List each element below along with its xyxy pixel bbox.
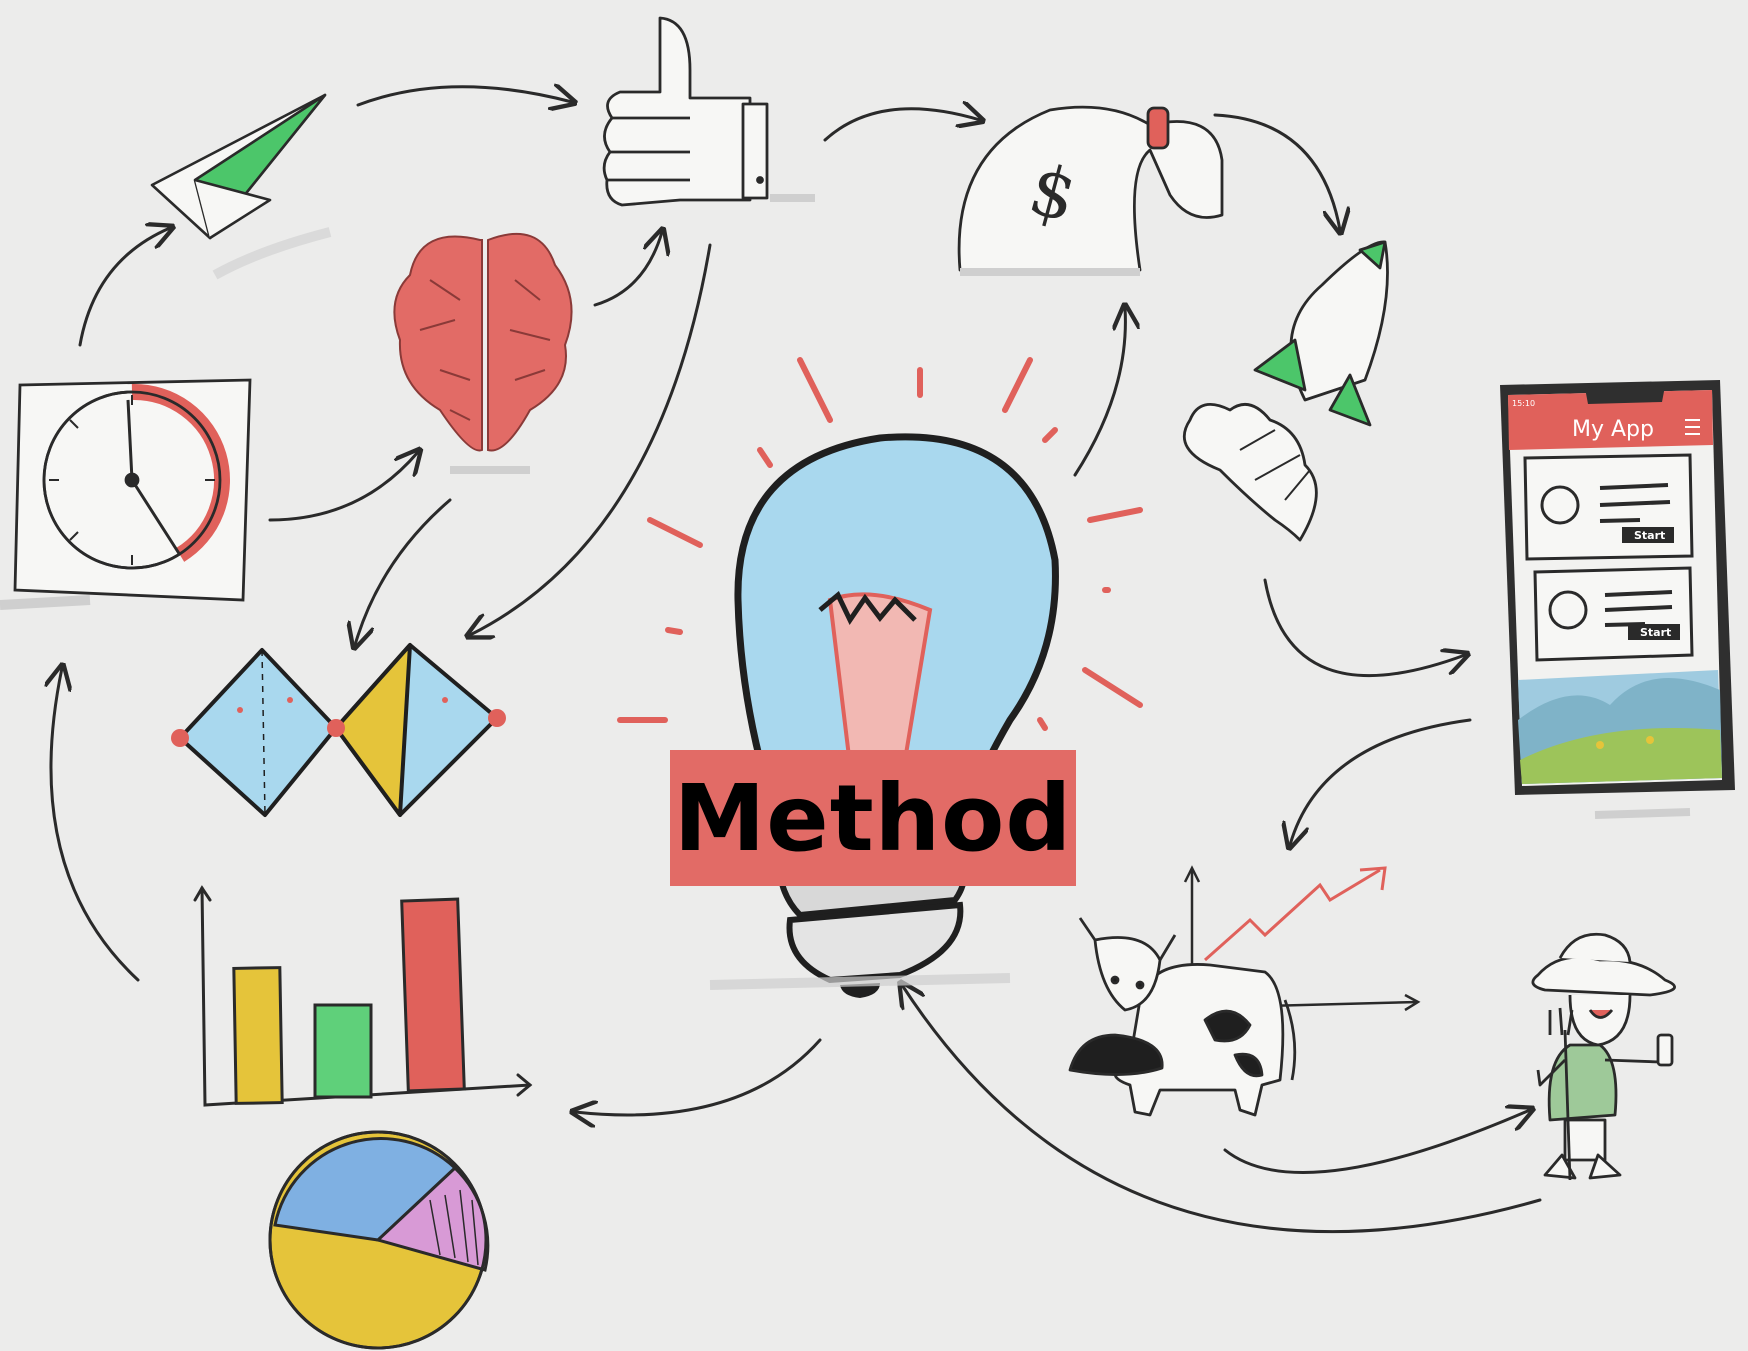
money-bag-icon: $	[957, 105, 1224, 276]
arrow-plane-to-thumb	[356, 87, 572, 105]
arrow-rocket-to-phone	[1263, 578, 1465, 678]
arrow-bag-to-rocket	[1213, 113, 1340, 230]
method-label: Method	[670, 750, 1076, 886]
arrow-farmer-to-bulb	[902, 985, 1542, 1234]
pie-chart-icon	[268, 1130, 490, 1350]
flow-arrows	[51, 87, 1542, 1234]
arrow-timer-to-plane	[78, 228, 170, 347]
bar-chart-icon	[193, 885, 533, 1107]
farmer-icon	[1531, 932, 1677, 1181]
arrow-chart-to-timer	[51, 668, 140, 982]
arrow-cow-to-farmer	[1223, 1110, 1530, 1174]
card-2-button-label: Start	[1640, 626, 1671, 639]
light-bulb-icon	[617, 357, 1143, 998]
status-time: 15:10	[1512, 399, 1535, 408]
thumbs-up-icon	[602, 16, 815, 207]
arrow-brain-to-thumb	[593, 232, 662, 307]
mobile-app-icon: My App 15:10 Start Start	[1500, 380, 1735, 819]
paper-plane-icon	[150, 93, 332, 280]
rocket-icon	[1183, 240, 1389, 542]
app-title: My App	[1572, 417, 1654, 442]
diamond-shapes-icon	[171, 643, 506, 817]
stopwatch-icon	[0, 378, 252, 610]
arrow-phone-to-cow	[1290, 718, 1472, 845]
brain-icon	[393, 232, 573, 474]
arrow-thumb-to-bag	[823, 109, 980, 142]
arrow-bulb-to-barchart	[575, 1038, 822, 1115]
card-1-button-label: Start	[1634, 529, 1665, 542]
arrow-brain-to-diamond	[355, 498, 452, 645]
arrow-bulb-to-bag	[1073, 308, 1125, 477]
cow-icon	[1068, 917, 1297, 1117]
hamburger-menu-icon	[1685, 419, 1700, 435]
arrow-timer-to-brain	[268, 452, 418, 522]
arrow-thumb-to-diamond	[470, 243, 712, 635]
